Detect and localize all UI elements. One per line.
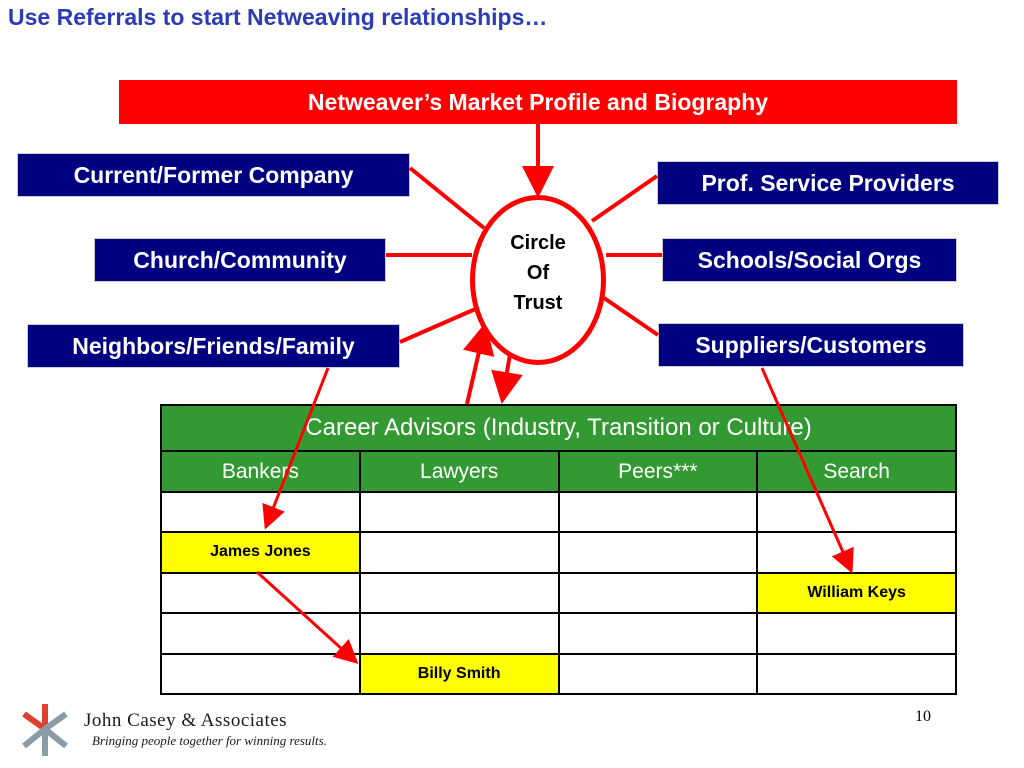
slide-title: Use Referrals to start Netweaving relati… [8, 4, 548, 30]
table-cell [756, 652, 957, 695]
table-cell [160, 652, 361, 695]
spoke-suppliers [602, 296, 660, 337]
table-cell [358, 490, 560, 534]
table-cell [557, 612, 759, 655]
company-logo-icon [22, 704, 68, 756]
cell-james-jones: James Jones [160, 531, 361, 574]
column-header-peers: Peers*** [557, 450, 759, 493]
box-church-community: Church/Community [94, 238, 386, 282]
table-row: Billy Smith [160, 652, 957, 695]
table-cell [358, 531, 560, 574]
column-header-search: Search [756, 450, 957, 493]
table-cell [160, 490, 361, 534]
box-current-former-company: Current/Former Company [17, 153, 410, 197]
spoke-neighbors [399, 305, 481, 344]
circle-label-line1: Circle [510, 232, 566, 254]
company-tagline: Bringing people together for winning res… [92, 733, 327, 748]
table-cell [358, 571, 560, 615]
table-cell [756, 531, 957, 574]
cell-william-keys: William Keys [756, 571, 957, 615]
company-name: John Casey & Associates [84, 710, 288, 731]
table-cell [557, 490, 759, 534]
table-cell [557, 652, 759, 695]
table-row: William Keys [160, 571, 957, 615]
table-cell [160, 612, 361, 655]
table-cell [557, 571, 759, 615]
table-cell [160, 571, 361, 615]
spoke-prof-service [590, 174, 659, 223]
circle-of-trust-label: Circle Of Trust [470, 228, 606, 318]
box-prof-service-providers: Prof. Service Providers [657, 161, 999, 205]
table-cell [756, 490, 957, 534]
table-row: James Jones [160, 531, 957, 574]
career-advisors-table: Career Advisors (Industry, Transition or… [160, 403, 957, 695]
table-row [160, 612, 957, 655]
circle-of-trust [470, 195, 606, 365]
circle-label-line3: Trust [513, 292, 563, 314]
box-schools-social-orgs: Schools/Social Orgs [662, 238, 957, 282]
column-header-bankers: Bankers [160, 450, 361, 493]
box-suppliers-customers: Suppliers/Customers [658, 323, 964, 367]
box-neighbors-friends-family: Neighbors/Friends/Family [27, 324, 400, 368]
arrow-table-to-circle-1 [463, 322, 495, 405]
column-header-lawyers: Lawyers [358, 450, 560, 493]
circle-label-line2: Of [526, 262, 550, 284]
page-number: 10 [915, 708, 931, 725]
table-row [160, 490, 957, 534]
table-header: Career Advisors (Industry, Transition or… [160, 403, 957, 453]
cell-billy-smith: Billy Smith [358, 652, 560, 695]
table-cell [358, 612, 560, 655]
table-cell [557, 531, 759, 574]
spoke-current-company [408, 166, 486, 230]
table-cell [756, 612, 957, 655]
market-profile-banner: Netweaver’s Market Profile and Biography [119, 80, 957, 124]
